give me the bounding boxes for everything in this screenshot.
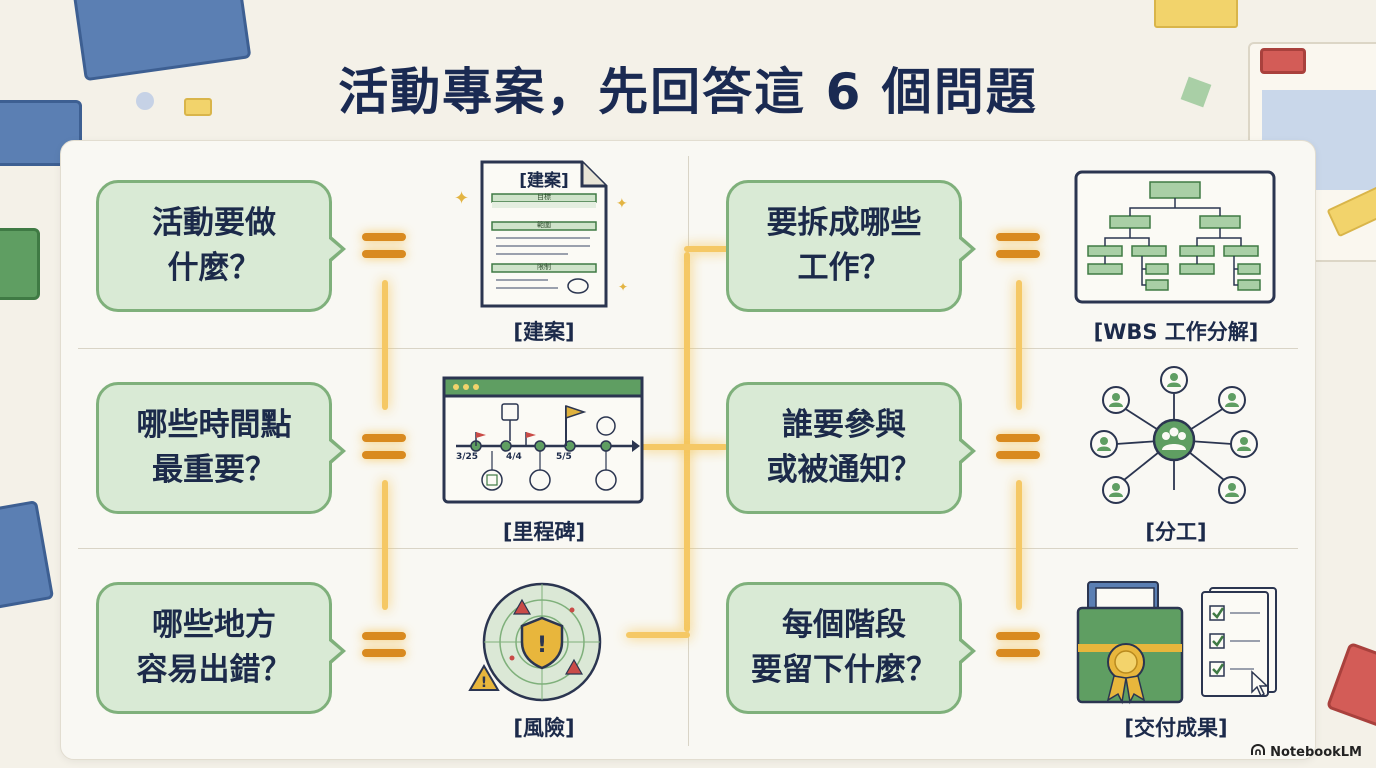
decorative-folder xyxy=(1325,641,1376,729)
equals-sign xyxy=(996,632,1040,658)
document-section-label: 目標 xyxy=(537,193,551,201)
caption-deliverables: [交付成果] xyxy=(1124,716,1228,740)
notebooklm-logo-icon xyxy=(1251,743,1266,760)
svg-text:!: ! xyxy=(537,633,547,658)
timeline-icon: 3/25 4/4 5/5 xyxy=(442,376,644,504)
connector-line xyxy=(1016,280,1022,410)
brand-watermark: NotebookLM xyxy=(1251,743,1362,760)
equals-sign xyxy=(362,632,406,658)
caption-wbs: [WBS 工作分解] xyxy=(1093,320,1259,344)
decorative-tag xyxy=(1260,48,1306,74)
caption-roles: [分工] xyxy=(1145,520,1207,544)
svg-text:!: ! xyxy=(481,675,487,691)
equals-sign xyxy=(996,233,1040,259)
sparkle-icon: ✦ xyxy=(616,196,628,212)
connector-line xyxy=(640,444,728,450)
sparkle-icon: ✦ xyxy=(618,280,629,294)
page-title: 活動專案，先回答這 6 個問題 xyxy=(338,63,1038,121)
caption-proposal: [建案] xyxy=(513,320,575,344)
decorative-folder xyxy=(0,500,55,610)
document-icon: [建案] 目標 範圍 限制 xyxy=(478,158,610,310)
document-section-label: 限制 xyxy=(537,263,551,271)
caption-risks: [風險] xyxy=(513,716,575,740)
caption-milestones: [里程碑] xyxy=(502,520,586,544)
question-bubble-wbs: 要拆成哪些 工作？ xyxy=(726,180,976,312)
connector-line xyxy=(684,252,690,632)
question-bubble-milestones: 哪些時間點 最重要？ xyxy=(96,382,346,514)
decorative-note xyxy=(1154,0,1238,28)
timeline-date-label: 4/4 xyxy=(506,452,522,462)
people-network-icon xyxy=(1086,364,1262,510)
brand-name: NotebookLM xyxy=(1270,744,1362,760)
equals-sign xyxy=(996,434,1040,460)
shield-radar-icon: ! ! xyxy=(468,580,628,704)
decorative-folder xyxy=(0,100,82,166)
question-bubble-what: 活動要做 什麼？ xyxy=(96,180,346,312)
folder-checklist-icon xyxy=(1074,578,1280,708)
equals-sign xyxy=(362,233,406,259)
equals-sign xyxy=(362,434,406,460)
document-header-label: [建案] xyxy=(519,171,569,191)
connector-line xyxy=(382,480,388,610)
timeline-date-label: 5/5 xyxy=(556,452,572,462)
document-section-label: 範圍 xyxy=(537,221,551,229)
connector-line xyxy=(382,280,388,410)
decorative-folder xyxy=(0,228,40,300)
connector-line xyxy=(626,632,690,638)
org-chart-icon xyxy=(1074,170,1276,304)
question-bubble-risks: 哪些地方 容易出錯？ xyxy=(96,582,346,714)
question-bubble-people: 誰要參與 或被通知？ xyxy=(726,382,976,514)
decorative-note xyxy=(184,98,212,116)
connector-line xyxy=(1016,480,1022,610)
sparkle-icon: ✦ xyxy=(454,188,470,209)
timeline-date-label: 3/25 xyxy=(456,452,479,462)
decorative-dot xyxy=(136,92,154,110)
connector-line xyxy=(684,246,730,252)
question-bubble-deliverables: 每個階段 要留下什麼？ xyxy=(726,582,976,714)
